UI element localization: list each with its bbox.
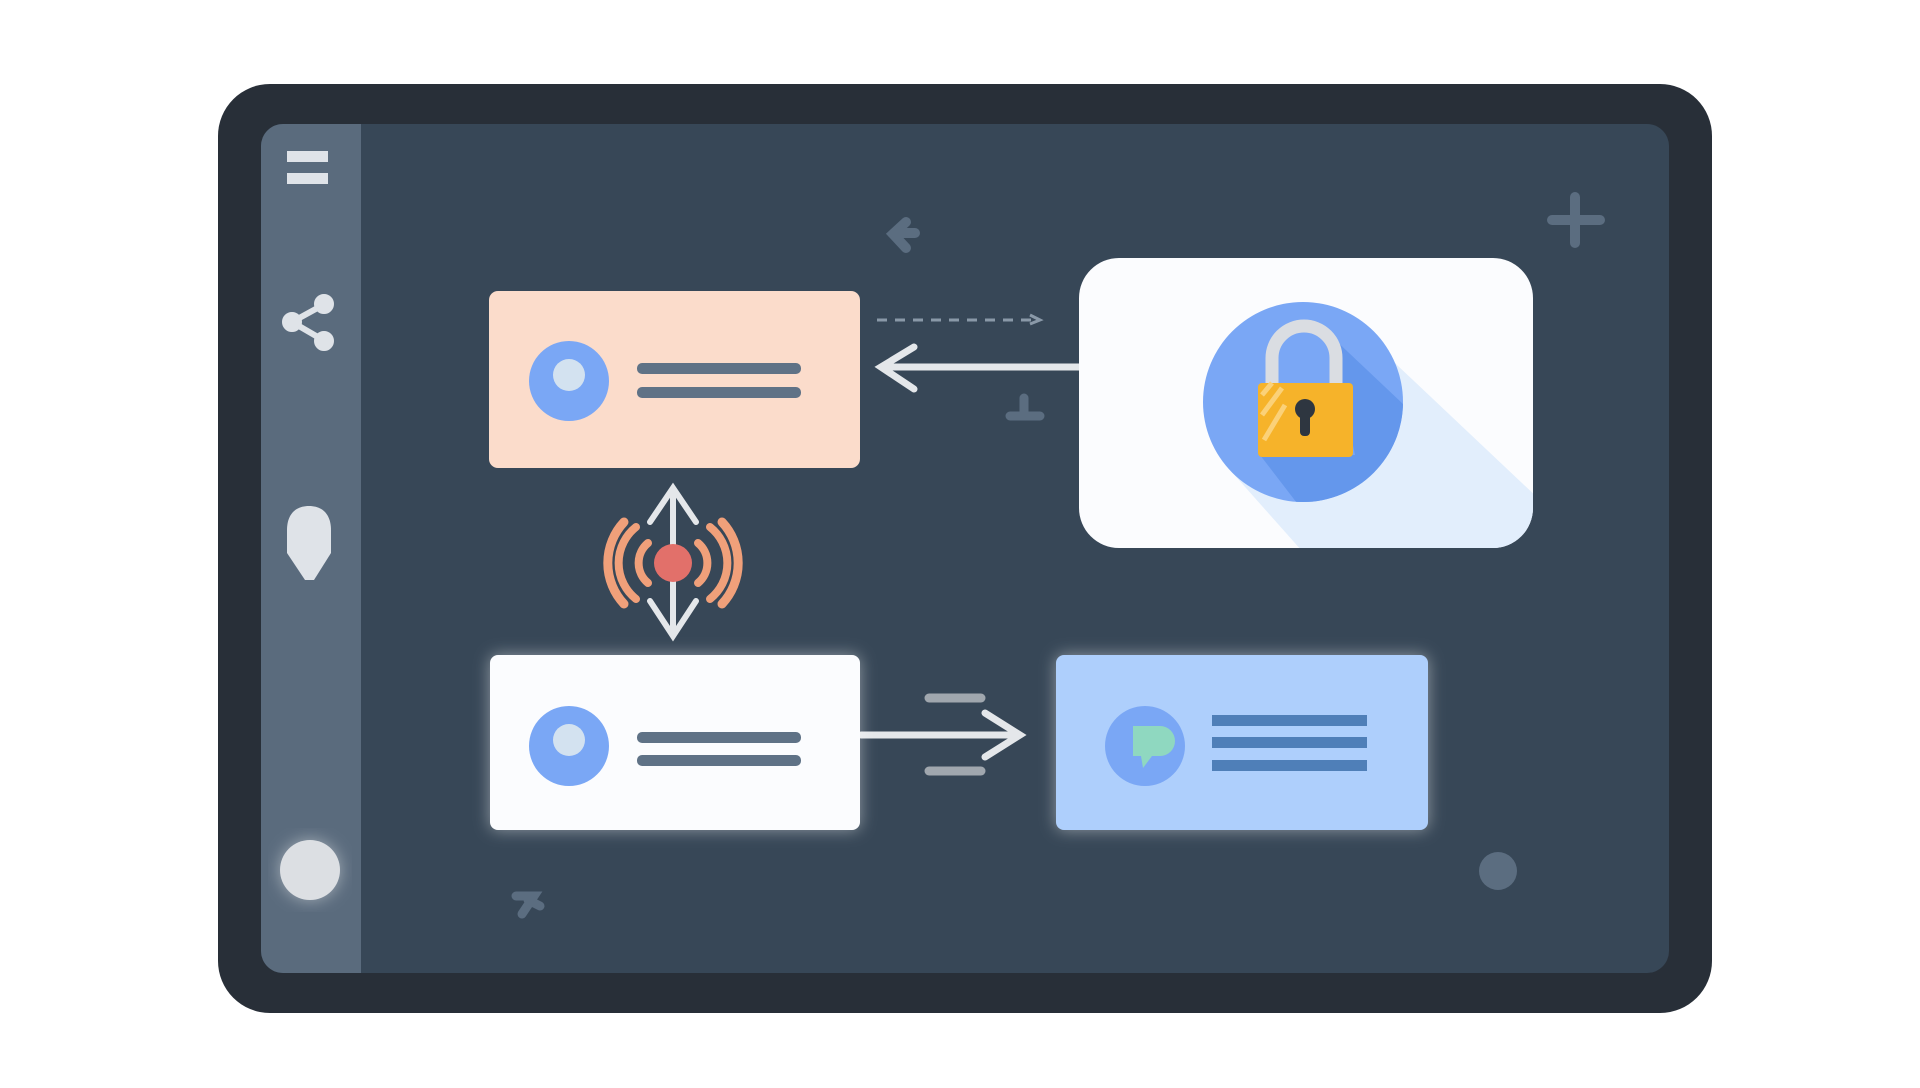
faint-arrow-icon — [885, 217, 920, 253]
dashed-arrow — [877, 313, 1044, 326]
text-line — [637, 387, 801, 398]
faint-arrow-icon — [511, 891, 545, 919]
blue-chat-card[interactable] — [1056, 655, 1428, 830]
share-icon[interactable] — [282, 294, 334, 351]
text-line — [1212, 737, 1367, 748]
signal-dot — [654, 544, 692, 582]
faint-arrow-icon — [1005, 393, 1045, 421]
peach-card[interactable] — [489, 291, 860, 468]
lock-icon — [1258, 319, 1353, 457]
arrow-right — [857, 709, 1027, 761]
text-line — [637, 755, 801, 766]
text-line — [1212, 715, 1367, 726]
status-dot — [1479, 852, 1517, 890]
screen — [261, 124, 1669, 973]
arrow-left — [874, 343, 1084, 393]
avatar[interactable] — [280, 840, 340, 900]
text-line — [637, 732, 801, 743]
text-line — [1212, 760, 1367, 771]
pin-icon[interactable] — [287, 506, 331, 580]
menu-icon[interactable] — [287, 151, 328, 184]
connector-bars — [924, 693, 986, 776]
white-card[interactable] — [490, 655, 860, 830]
chat-bubble-icon — [1133, 726, 1175, 768]
plus-icon[interactable] — [1547, 192, 1605, 248]
signal-icon — [603, 517, 743, 609]
lock-card[interactable] — [1079, 258, 1540, 560]
text-line — [637, 363, 801, 374]
